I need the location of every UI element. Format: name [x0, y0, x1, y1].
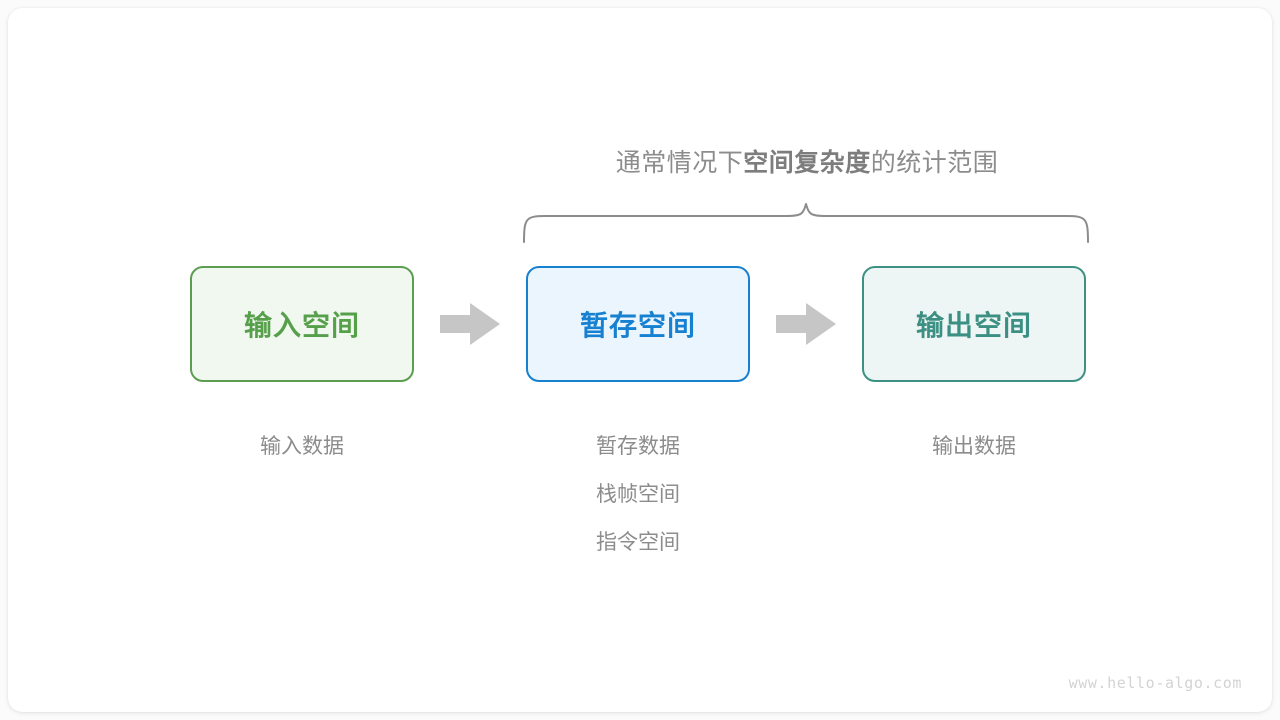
caption-input: 输入数据 [190, 423, 414, 471]
box-buffer-space-label: 暂存空间 [579, 310, 696, 341]
box-input-space-label: 输入空间 [243, 310, 360, 341]
scope-label-prefix: 通常情况下 [615, 149, 744, 177]
watermark: www.hello-algo.com [1068, 674, 1242, 692]
box-output-space-label: 输出空间 [915, 310, 1032, 341]
caption-buffer: 暂存数据 栈帧空间 指令空间 [526, 423, 750, 567]
caption-line: 指令空间 [596, 531, 680, 554]
caption-line: 栈帧空间 [596, 483, 680, 506]
curly-brace-icon [523, 203, 1089, 243]
box-input-space[interactable]: 输入空间 [190, 266, 414, 382]
caption-output: 输出数据 [862, 423, 1086, 471]
caption-line: 输入数据 [260, 435, 344, 458]
scope-label-suffix: 的统计范围 [870, 149, 999, 177]
scope-label-text: 通常情况下空间复杂度的统计范围 [616, 143, 999, 179]
arrow-right-icon [440, 303, 500, 345]
box-buffer-space[interactable]: 暂存空间 [526, 266, 750, 382]
scope-label-emphasis: 空间复杂度 [743, 149, 871, 177]
scope-label: 通常情况下空间复杂度的统计范围 [0, 143, 1280, 179]
caption-line: 暂存数据 [596, 435, 680, 458]
caption-line: 输出数据 [932, 435, 1016, 458]
arrow-right-icon [776, 303, 836, 345]
box-output-space[interactable]: 输出空间 [862, 266, 1086, 382]
